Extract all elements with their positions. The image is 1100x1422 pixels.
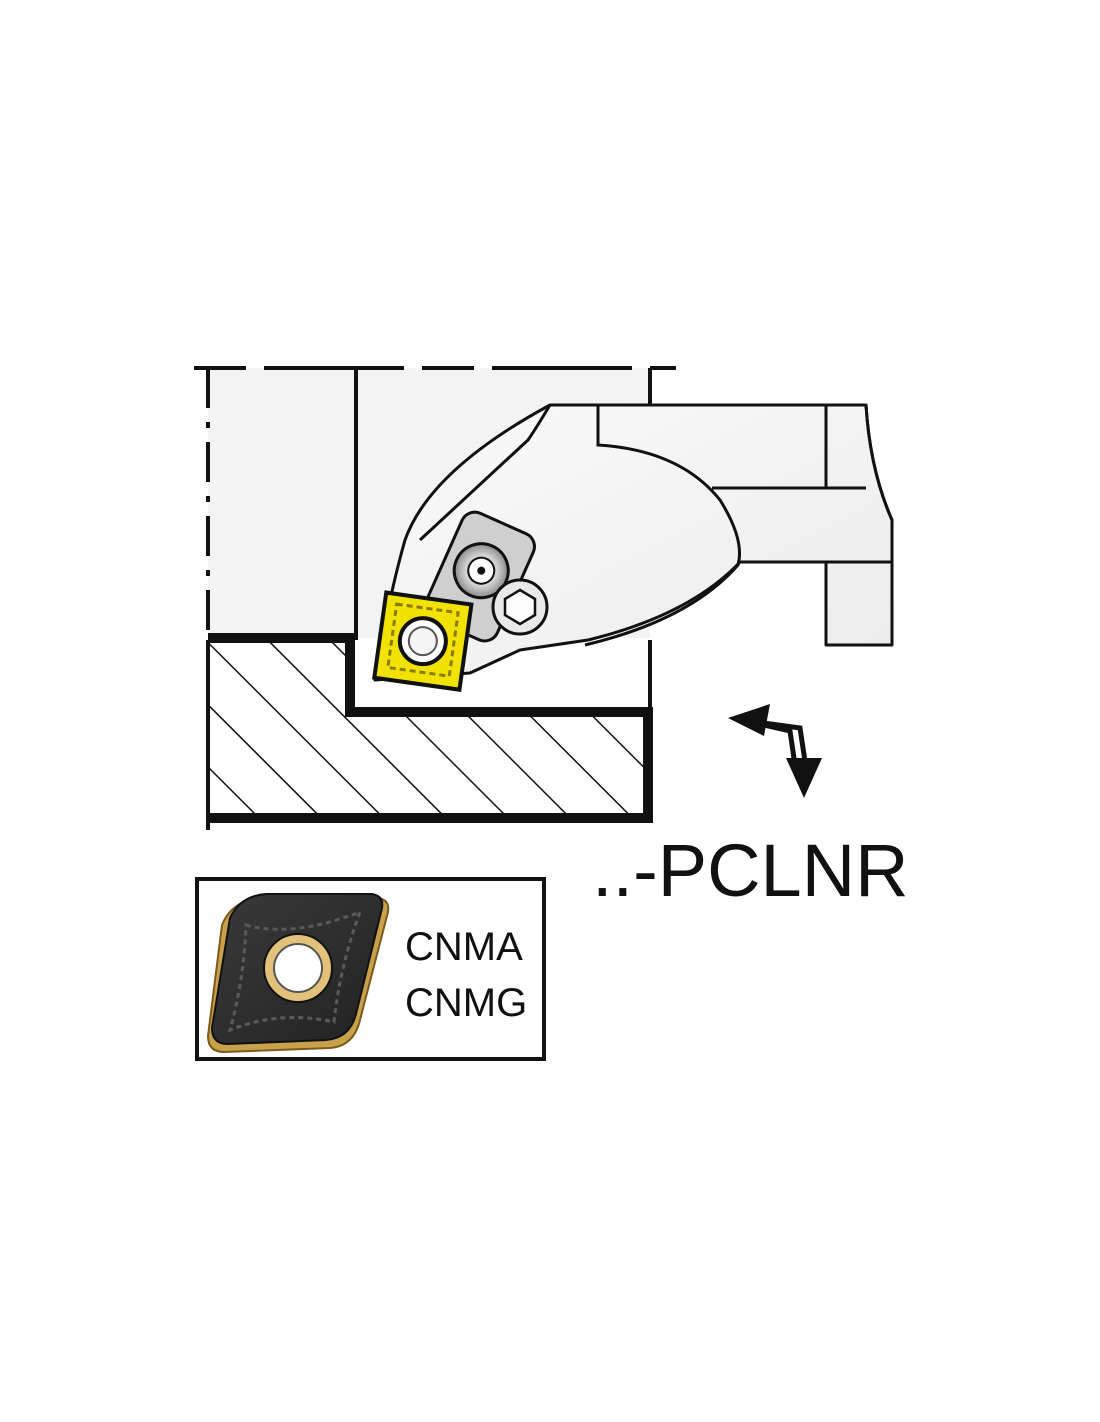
insert-type-cnmg: CNMG [405, 981, 527, 1025]
holder-bevel [418, 404, 552, 542]
cnmg-insert-image [206, 893, 390, 1054]
bore-profile-line [208, 633, 653, 823]
tool-holder [372, 403, 894, 692]
insert-type-panel: CNMA CNMG [195, 877, 546, 1061]
workpiece-hatched-section [208, 640, 648, 818]
holder-head-outline [550, 403, 742, 647]
holder-insert [372, 590, 474, 692]
hex-screw [491, 578, 549, 636]
shank-break-line [864, 404, 894, 645]
model-code-label: ..-PCLNR [592, 829, 909, 912]
feed-direction-arrows-icon [728, 704, 822, 798]
insert-type-cnma: CNMA [405, 925, 523, 969]
